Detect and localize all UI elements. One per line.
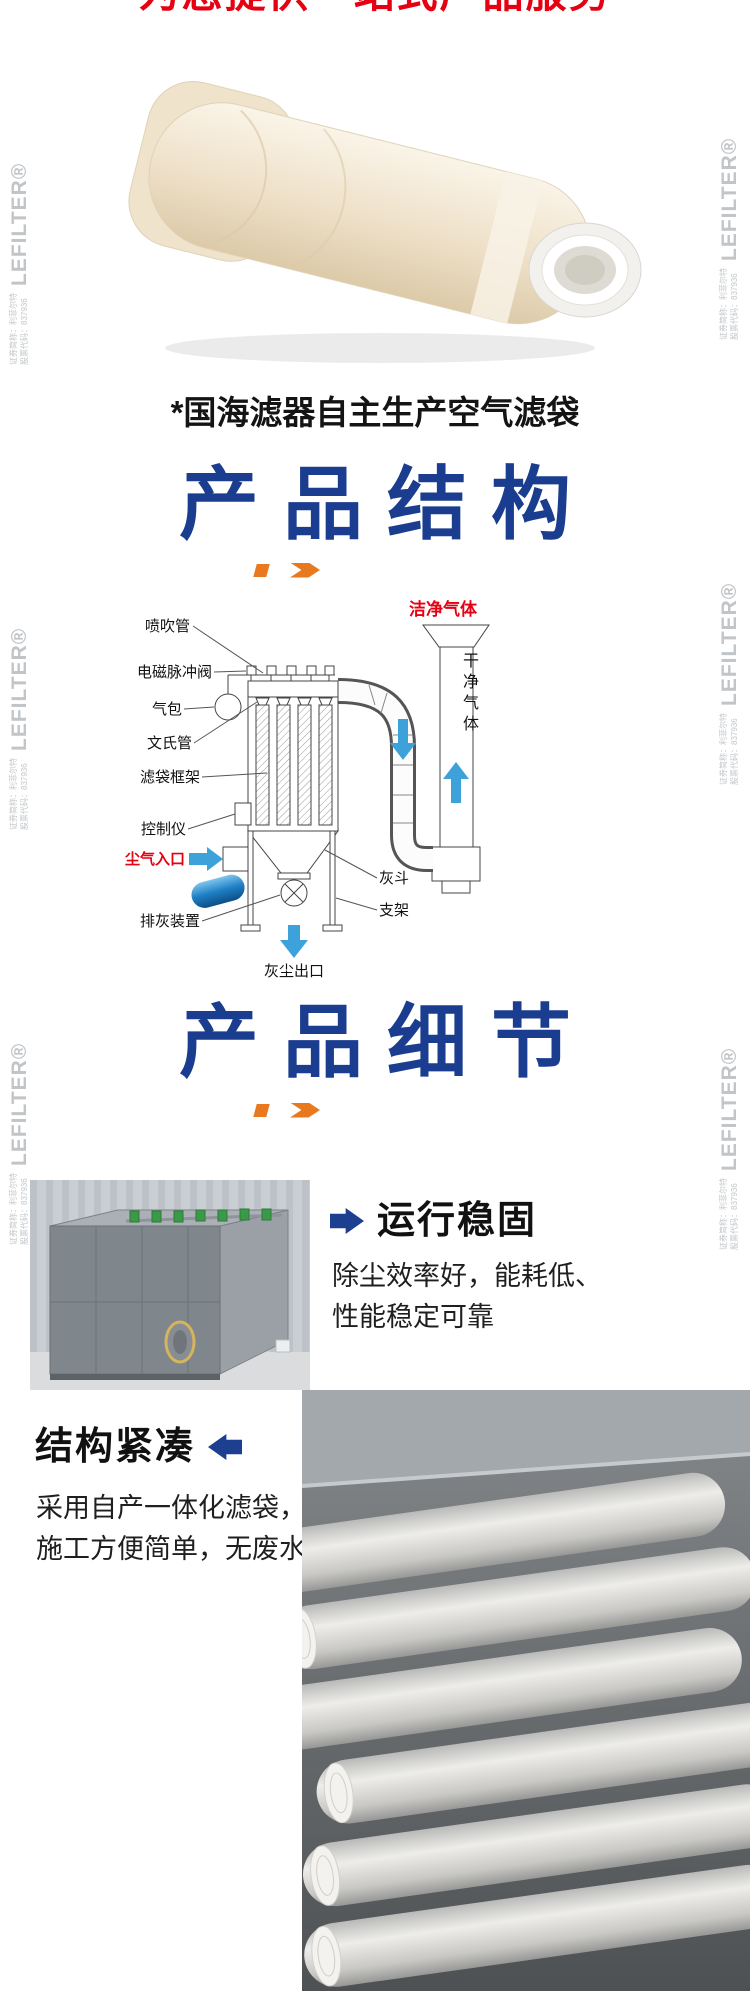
structure-diagram: 喷吹管 电磁脉冲阀 气包 文氏管 滤袋框架 控制仪 尘气入口 排灰装置 灰斗 支… <box>85 595 535 990</box>
filter-bags <box>255 697 333 826</box>
diagram-label-controller: 控制仪 <box>141 821 186 838</box>
pulse-valves-row <box>129 1208 272 1223</box>
machine-body <box>49 1208 291 1380</box>
watermark-stock-text: 证券简称：利菲尔特股票代码：837936 <box>9 758 29 830</box>
diagram-label-dust-outlet: 灰尘出口 <box>264 963 324 980</box>
leader-lines <box>183 625 378 922</box>
diagram-label-pulse-valve: 电磁脉冲阀 <box>137 664 212 681</box>
divider-arrow-icon <box>290 1102 320 1118</box>
brand-watermark: LEFILTER® <box>718 582 741 706</box>
diagram-label-venturi: 文氏管 <box>147 735 192 752</box>
controller-box <box>234 802 252 826</box>
clean-air-duct <box>337 678 433 872</box>
diagram-label-air-bag: 气包 <box>152 701 182 718</box>
arrow-left-icon <box>208 1434 243 1460</box>
filter-bag-illustration <box>128 80 642 363</box>
divider-square-icon <box>253 563 270 577</box>
brand-watermark: LEFILTER® <box>8 162 31 286</box>
watermark-left-2: 证券简称：利菲尔特股票代码：837936 LEFILTER® <box>5 628 35 830</box>
support-legs <box>240 830 343 932</box>
pulse-system <box>214 665 335 721</box>
chimney <box>422 624 490 894</box>
flow-arrow-stack-up-icon <box>443 762 469 803</box>
feature-1-title: 运行稳固 <box>377 1200 538 1242</box>
brand-watermark: LEFILTER® <box>718 137 741 261</box>
watermark-stock-text: 证券简称：利菲尔特股票代码：837936 <box>9 1173 29 1245</box>
diagram-label-blow-pipe: 喷吹管 <box>145 618 190 635</box>
watermark-right-1: 证券简称：利菲尔特股票代码：837936 LEFILTER® <box>715 138 745 340</box>
watermark-right-2: 证券简称：利菲尔特股票代码：837936 LEFILTER® <box>715 583 745 785</box>
screw-feeder <box>191 874 245 908</box>
watermark-right-3: 证券简称：利菲尔特股票代码：837936 LEFILTER® <box>715 1048 745 1250</box>
flow-arrow-duct-down-icon <box>390 719 416 760</box>
divider-square-icon <box>253 1103 270 1117</box>
diagram-label-ash-discharge: 排灰装置 <box>140 913 200 930</box>
watermark-stock-text: 证券简称：利菲尔特股票代码：837936 <box>9 293 29 365</box>
diagram-label-ash-hopper: 灰斗 <box>379 870 409 887</box>
feature-2-description: 采用自产一体化滤袋， 施工方便简单，无废水 <box>36 1493 306 1564</box>
flow-arrow-outlet-icon <box>280 925 308 958</box>
diagram-label-bag-cage: 滤袋框架 <box>140 769 200 786</box>
air-tank <box>214 693 242 721</box>
ash-hopper <box>246 830 339 907</box>
photo-filter-bags-stack <box>249 1390 750 1991</box>
photo-dust-collector <box>30 1180 310 1390</box>
feature-1-title-row: 运行稳固 <box>330 1202 537 1240</box>
divider-arrow-icon <box>290 562 320 578</box>
section-title-structure: 产品结构 <box>179 460 595 549</box>
divider-ornament <box>253 1102 320 1118</box>
diagram-label-dust-inlet: 尘气入口 <box>125 850 185 868</box>
diagram-label-clean-gas: 洁净气体 <box>409 599 478 619</box>
top-banner: 为您提供一站式产品服务 <box>0 0 750 14</box>
flow-arrow-inlet-icon <box>189 847 223 871</box>
watermark-stock-text: 证券简称：利菲尔特股票代码：837936 <box>719 268 739 340</box>
feature-2-title-row: 结构紧凑 <box>35 1426 243 1468</box>
product-caption: *国海滤器自主生产空气滤袋 <box>170 394 580 431</box>
divider-ornament <box>253 562 320 578</box>
photo-filter-bag <box>90 28 660 388</box>
watermark-stock-text: 证券简称：利菲尔特股票代码：837936 <box>719 713 739 785</box>
diagram-label-support: 支架 <box>379 902 409 919</box>
section-title-details: 产品细节 <box>179 998 595 1087</box>
diagram-label-clean-air-vertical: 干净气体 <box>460 652 477 736</box>
brand-watermark: LEFILTER® <box>8 627 31 751</box>
feature-1-description: 除尘效率好，能耗低、 性能稳定可靠 <box>332 1261 602 1332</box>
feature-2-title: 结构紧凑 <box>35 1426 196 1468</box>
watermark-left-1: 证券简称：利菲尔特股票代码：837936 LEFILTER® <box>5 163 35 365</box>
watermark-stock-text: 证券简称：利菲尔特股票代码：837936 <box>719 1178 739 1250</box>
arrow-right-icon <box>330 1208 364 1234</box>
inlet-duct <box>222 846 249 872</box>
